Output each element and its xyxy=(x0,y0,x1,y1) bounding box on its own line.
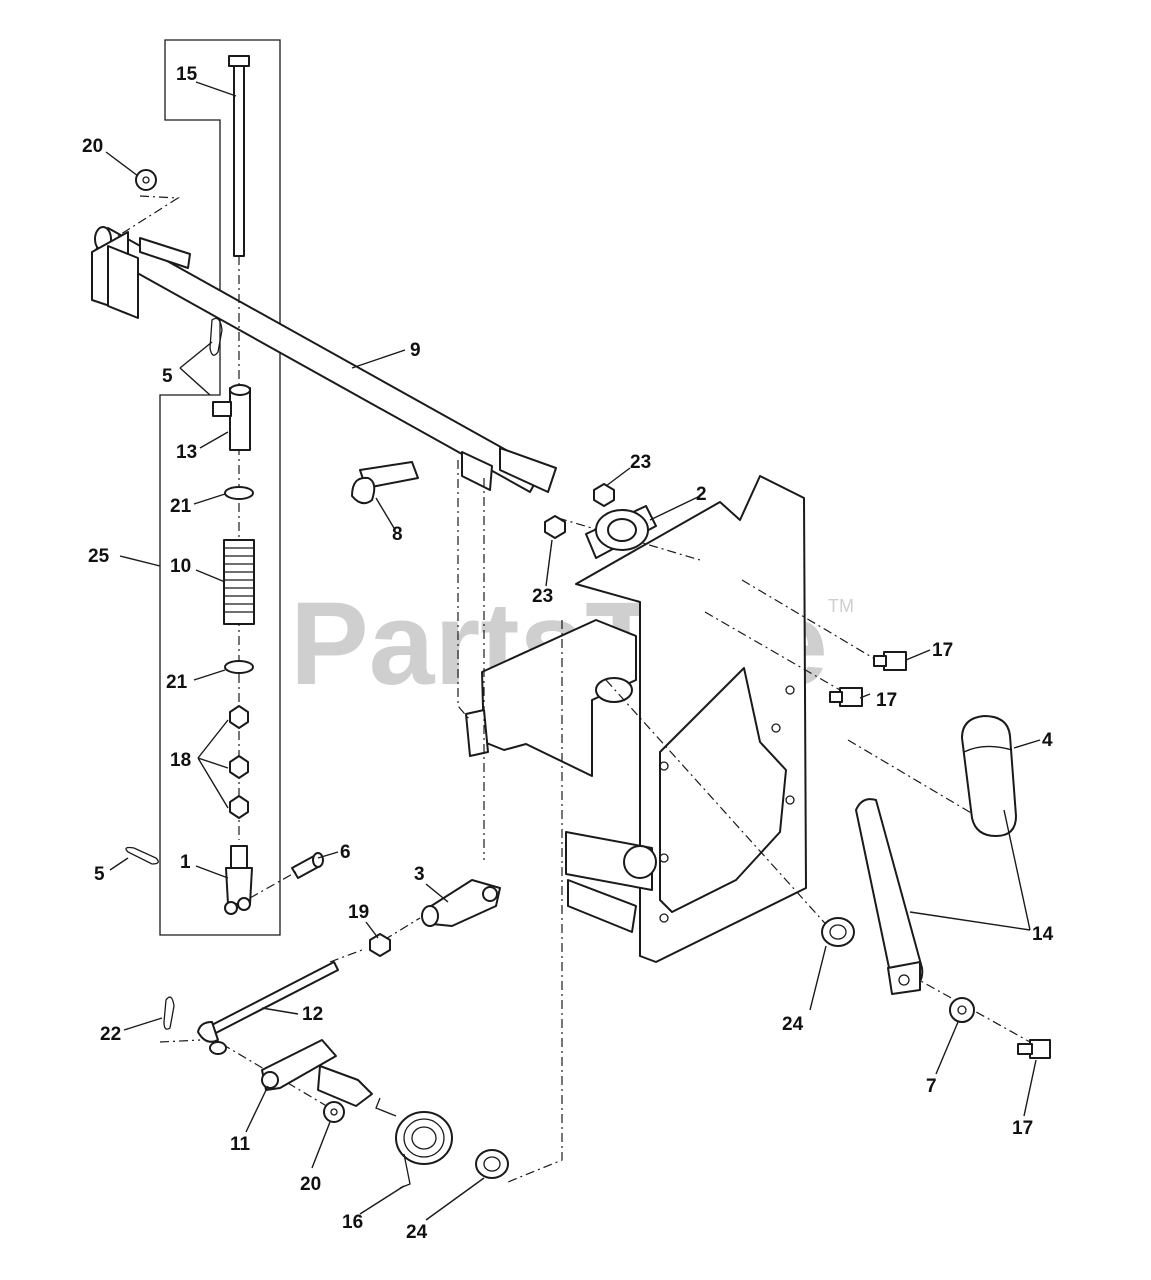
callout-23: 23 xyxy=(532,586,553,607)
leader-lines xyxy=(105,81,1041,1221)
callout-18: 18 xyxy=(170,750,191,771)
callout-labels: 15 20 5 9 13 21 25 10 21 18 5 1 6 8 23 2… xyxy=(82,64,1054,1243)
nut-19 xyxy=(369,933,391,957)
pivot-shaft-9 xyxy=(91,226,557,493)
callout-22: 22 xyxy=(100,1024,121,1045)
flange-bearing-2 xyxy=(585,505,657,559)
callout-7: 7 xyxy=(926,1076,937,1097)
callout-16: 16 xyxy=(342,1212,363,1233)
bushing-24-right xyxy=(821,917,855,947)
spring-10 xyxy=(223,539,255,625)
trunnion-13 xyxy=(212,384,251,451)
callout-13: 13 xyxy=(176,442,197,463)
bolt-17-upper xyxy=(873,651,907,671)
washer-21-upper xyxy=(224,486,254,500)
bolt-17-lower xyxy=(1017,1039,1051,1059)
washer-20-upper xyxy=(135,169,157,191)
lever-11 xyxy=(261,1039,373,1107)
callout-5: 5 xyxy=(162,366,173,387)
callout-4: 4 xyxy=(1042,730,1053,751)
washer-20-lower xyxy=(323,1101,345,1123)
nuts-18 xyxy=(229,705,249,819)
callout-6: 6 xyxy=(340,842,351,863)
clevis-pin-6 xyxy=(291,852,324,879)
pedal-arm-14 xyxy=(855,798,924,995)
callout-15: 15 xyxy=(176,64,198,85)
callout-20: 20 xyxy=(82,136,103,157)
callout-11: 11 xyxy=(230,1134,251,1155)
cotter-pin-22 xyxy=(163,996,175,1030)
callout-21: 21 xyxy=(166,672,188,693)
torsion-spring-16 xyxy=(375,1097,453,1189)
callout-2: 2 xyxy=(696,484,707,505)
callout-21: 21 xyxy=(170,496,192,517)
mounting-bracket xyxy=(465,475,807,963)
callout-19: 19 xyxy=(348,902,369,923)
nut-23-upper xyxy=(593,483,615,507)
callout-3: 3 xyxy=(414,864,425,885)
rod-12 xyxy=(197,961,339,1055)
callout-24: 24 xyxy=(406,1222,428,1243)
callout-8: 8 xyxy=(392,524,403,545)
callout-5: 5 xyxy=(94,864,105,885)
callout-12: 12 xyxy=(302,1004,323,1025)
cotter-pin-lower xyxy=(125,846,159,865)
bushing-24-lower xyxy=(475,1149,509,1179)
clevis-3 xyxy=(421,879,501,927)
washer-7 xyxy=(949,997,975,1023)
callout-20: 20 xyxy=(300,1174,321,1195)
pedal-pad-4 xyxy=(961,715,1017,837)
callout-14: 14 xyxy=(1032,924,1054,945)
callout-17: 17 xyxy=(876,690,897,711)
clevis-1 xyxy=(224,845,253,915)
callout-9: 9 xyxy=(410,340,421,361)
callout-1: 1 xyxy=(180,852,191,873)
rod-15 xyxy=(228,55,250,257)
callout-17: 17 xyxy=(932,640,953,661)
link-8 xyxy=(351,461,419,505)
callout-24: 24 xyxy=(782,1014,804,1035)
callout-25: 25 xyxy=(88,546,110,567)
washer-21-lower xyxy=(224,660,254,674)
callout-23: 23 xyxy=(630,452,651,473)
bolt-17-middle xyxy=(829,687,863,707)
callout-10: 10 xyxy=(170,556,191,577)
watermark-trademark: TM xyxy=(828,596,854,616)
assembly-25-outline xyxy=(159,39,281,936)
callout-17: 17 xyxy=(1012,1118,1033,1139)
cotter-pin-upper xyxy=(209,317,223,356)
nut-23-lower xyxy=(544,515,566,539)
